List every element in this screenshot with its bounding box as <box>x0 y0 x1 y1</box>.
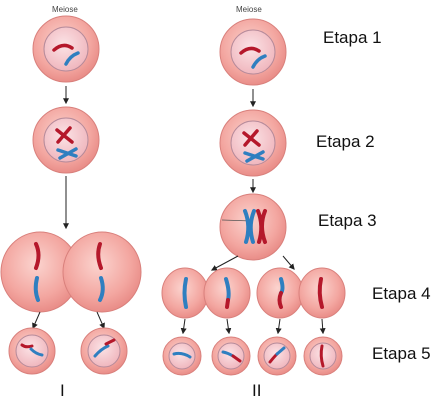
left-column-heading: Meiose <box>52 5 78 14</box>
right-daughter-cell-1 <box>162 336 202 376</box>
right-stage2-cell <box>219 109 287 177</box>
arrow <box>319 318 326 335</box>
right-daughter-cell-2 <box>211 336 251 376</box>
right-dividing-cell-1 <box>161 267 251 319</box>
arrow <box>96 311 105 330</box>
right-dividing-cell-2 <box>256 267 346 319</box>
arrow <box>282 255 295 270</box>
arrow <box>225 318 232 335</box>
arrow <box>275 318 282 335</box>
right-daughter-cell-4 <box>303 336 343 376</box>
stage-label-2: Etapa 2 <box>316 132 375 151</box>
stage-label-3: Etapa 3 <box>318 211 377 230</box>
right-stage3-cell <box>219 193 287 261</box>
stage-label-1: Etapa 1 <box>323 28 382 47</box>
left-daughter-cell-2 <box>80 327 128 375</box>
arrow <box>210 255 239 271</box>
right-column-heading: Meiose <box>236 5 262 14</box>
left-stage1-cell <box>32 15 100 83</box>
column-label-right: II <box>252 381 262 400</box>
arrow <box>32 311 41 330</box>
left-dividing-cell <box>0 231 142 313</box>
left-daughter-cell-1 <box>8 327 56 375</box>
column-label-left: I <box>60 381 65 400</box>
left-stage2-cell <box>32 106 100 174</box>
right-stage1-cell <box>219 18 287 86</box>
arrow <box>180 318 187 335</box>
right-daughter-cell-3 <box>257 336 297 376</box>
stage-label-4: Etapa 4 <box>372 284 431 303</box>
stage-label-5: Etapa 5 <box>372 344 431 363</box>
